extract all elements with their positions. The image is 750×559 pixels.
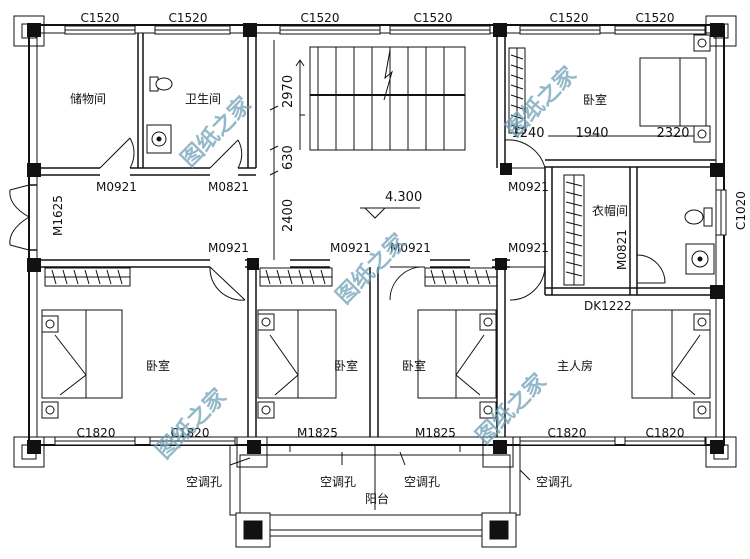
door-label: M0921 [96,180,137,194]
room-labels: 储物间 卫生间 卧室 衣帽间 卧室 卧室 卧室 主人房 阳台 [70,91,628,506]
window-label: DK1222 [584,299,632,313]
hanger-icon [565,211,583,217]
hanger-icon [510,124,524,130]
door-label: M0921 [208,241,249,255]
window-label: C1520 [169,11,208,25]
hanger-icon [510,74,524,80]
door-label: M1825 [415,426,456,440]
door-label: M0921 [508,241,549,255]
staircase [295,46,466,151]
room-label-master: 主人房 [557,358,593,373]
bottom-window-strips [54,436,706,446]
hanger-icon [565,231,583,237]
room-label-bedroom: 卧室 [146,358,170,373]
hanger-icon [565,241,583,247]
hanger-icon [565,221,583,227]
room-label-bedroom: 卧室 [334,358,358,373]
hanger-icon [510,94,524,100]
door-label: M0921 [330,241,371,255]
dim-lines [269,40,700,260]
dimension-label: 2320 [656,126,689,141]
wardrobe-icon [44,267,498,287]
window-label: C1520 [301,11,340,25]
window-labels-bottom: C1820 C1820 C1820 C1820 [77,426,685,440]
hanger-icon [510,64,524,70]
window-labels-top: C1520 C1520 C1520 C1520 C1520 C1520 [81,11,675,25]
window-label: C1520 [81,11,120,25]
hanger-icon [510,104,524,110]
room-label-bathroom: 卫生间 [185,92,221,106]
room-label-balcony: 阳台 [365,491,389,506]
door-label: M1825 [297,426,338,440]
toilet-icon [684,207,713,227]
window-label: C1020 [734,191,748,230]
wardrobe-icon [508,47,585,286]
dimension-label: 630 [281,145,296,170]
door-label: M0821 [208,180,249,194]
window-label: C1520 [414,11,453,25]
elevation-label: 4.300 [385,190,422,205]
washbasin-icon [146,124,172,154]
room-label-storage: 储物间 [70,91,106,106]
dimension-label: 2970 [281,75,296,108]
door-label: M1625 [51,195,65,236]
door-label: M0921 [508,180,549,194]
door-labels: M0921 M0821 M0921 M0921 M0921 M0921 M092… [51,180,748,440]
hanger-icon [510,84,524,90]
window-label: C1520 [636,11,675,25]
hanger-icon [565,261,583,267]
hanger-icon [510,114,524,120]
hanger-icon [565,271,583,277]
dimension-labels: 2970 630 2400 1940 2320 1240 4.300 [281,75,690,232]
window-label: C1820 [646,426,685,440]
bedding-pattern [54,58,701,398]
ac-hole-label: 空调孔 [320,475,356,489]
room-label-wardrobe: 衣帽间 [592,203,628,218]
room-label-bedroom: 卧室 [402,358,426,373]
door-label: M0921 [390,241,431,255]
window-label: C1820 [77,426,116,440]
dimension-label: 1240 [511,126,544,141]
ac-hole-label: 空调孔 [536,475,572,489]
toilet-icon [149,76,173,92]
hanger-icon [565,251,583,257]
window-label: C1820 [171,426,210,440]
corner-boxes [13,15,737,468]
ac-hole-labels: 空调孔 空调孔 空调孔 空调孔 [186,451,572,489]
hanger-icon [565,181,583,187]
entry-door-left [9,184,30,251]
dimension-label: 2400 [281,199,296,232]
side-window [715,189,727,236]
top-window-strips [64,25,706,35]
door-label: M0821 [615,229,629,270]
hanger-icon [510,54,524,60]
interior-walls [29,33,716,437]
washbasin-icon [685,243,715,275]
hanger-icon [565,191,583,197]
door-swings [99,137,666,301]
hanger-icon [565,201,583,207]
room-label-bedroom: 卧室 [583,92,607,107]
window-label: C1820 [548,426,587,440]
balcony [229,444,521,548]
nightstand-icon [41,34,711,419]
ac-hole-label: 空调孔 [186,475,222,489]
dimension-label: 1940 [575,126,608,141]
ac-hole-label: 空调孔 [404,475,440,489]
window-label: C1520 [550,11,589,25]
